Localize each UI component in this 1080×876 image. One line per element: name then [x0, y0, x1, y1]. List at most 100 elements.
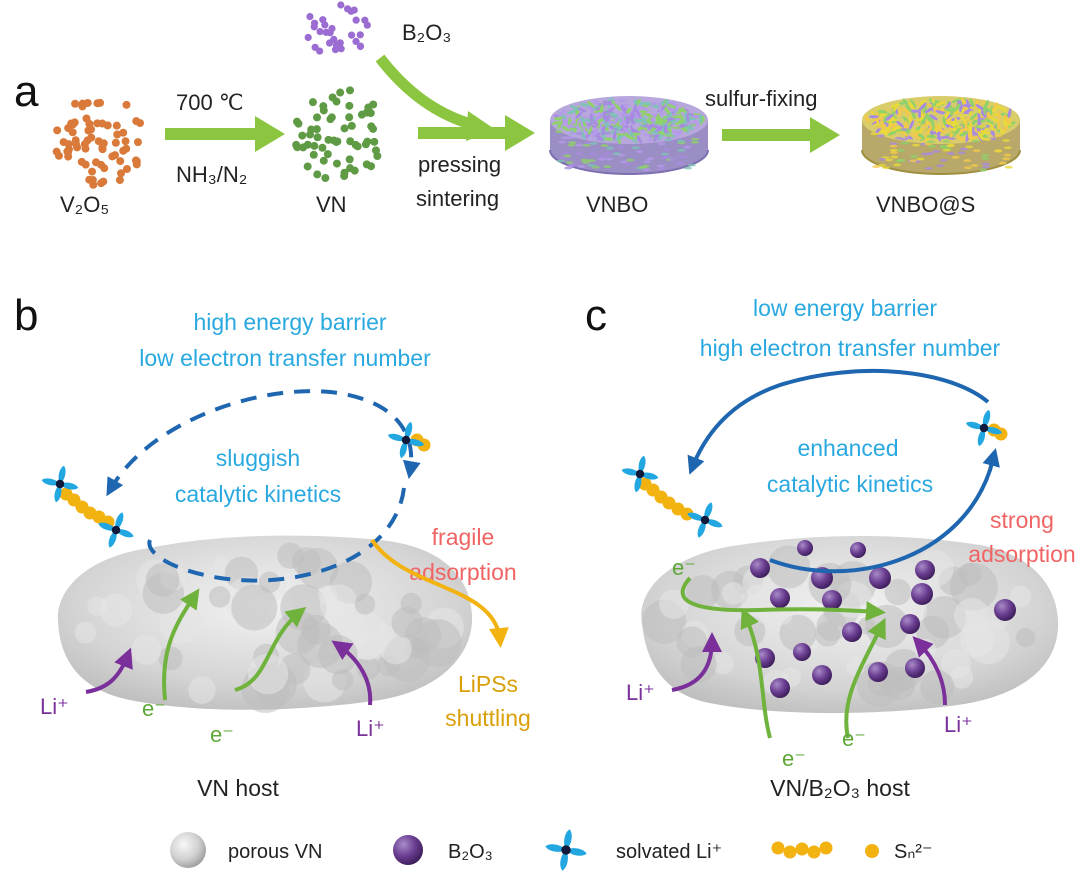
b-host-label: VN host	[197, 775, 279, 801]
pellet-grain	[889, 149, 898, 152]
pellet-grain	[900, 137, 909, 141]
pellet-grain	[957, 151, 966, 155]
sintering-label: sintering	[416, 186, 499, 211]
b2o3-sphere	[911, 583, 933, 605]
pellet-grain	[622, 126, 630, 135]
pellet-grain	[609, 112, 619, 118]
particle	[312, 125, 321, 134]
vnbo-pellet	[549, 96, 709, 175]
b-kinetics-line1: sluggish	[216, 445, 300, 471]
pellet-grain	[994, 149, 1003, 153]
pellet-grain	[998, 161, 1007, 165]
c-li-arrow-left	[671, 632, 722, 692]
pellet-grain	[566, 136, 575, 139]
pore	[74, 621, 97, 644]
pellet-grain	[926, 134, 937, 139]
pellet-grain	[564, 166, 573, 170]
pellet-grain	[654, 126, 664, 133]
pellet-grain	[959, 131, 969, 137]
pellet-grain	[897, 158, 906, 162]
pellet-grain	[553, 116, 564, 121]
particle	[362, 160, 371, 169]
legend-b2o3-icon	[393, 835, 423, 865]
pellet-grain	[909, 99, 917, 108]
b2o3-sphere	[868, 662, 888, 682]
pellet-grain	[646, 157, 655, 161]
particle	[313, 113, 322, 122]
legend-porous-vn-label: porous VN	[228, 841, 323, 863]
b-li-label-right: Li⁺	[356, 716, 385, 741]
particle	[337, 1, 345, 9]
sulfur-fixing-arrow	[722, 117, 840, 153]
pellet-grain	[959, 128, 970, 132]
pore	[391, 606, 423, 639]
particle	[115, 176, 124, 185]
pellet-grain	[939, 158, 948, 162]
pellet-grain	[897, 107, 902, 117]
pellet-grain	[910, 131, 920, 137]
pellet-grain	[676, 129, 683, 138]
pellet-grain	[946, 144, 955, 148]
particle	[133, 138, 142, 147]
pellet-grain	[551, 120, 562, 125]
particle	[64, 140, 73, 149]
pellet-grain	[620, 104, 627, 114]
sulfur-fixing-label: sulfur-fixing	[705, 86, 817, 111]
b-cycle-arrow-bottom	[147, 487, 406, 583]
pellet-grain	[568, 125, 577, 129]
pore	[331, 668, 354, 691]
particle	[303, 140, 312, 149]
pellet-grain	[588, 125, 593, 135]
pellet-grain	[959, 114, 966, 124]
sulfur-atom	[819, 841, 833, 855]
pellet-grain	[605, 157, 614, 161]
pressing-label: pressing	[418, 152, 501, 177]
pore	[277, 542, 304, 569]
c-barrier-text: low energy barrier	[753, 295, 937, 321]
particle	[306, 130, 315, 139]
pellet-grain	[672, 115, 683, 119]
pellet-grain	[657, 167, 666, 171]
particle	[336, 88, 345, 97]
pellet-grain	[979, 168, 988, 172]
pellet-grain	[955, 125, 964, 129]
pellet-grain	[582, 144, 591, 147]
pellet-grain	[971, 139, 980, 143]
vnbo-s-pellet	[861, 96, 1021, 175]
pellet-grain	[585, 123, 596, 128]
pellet-grain	[664, 138, 673, 142]
pellet-grain	[930, 118, 936, 129]
pellet-grain	[605, 113, 611, 123]
pellet-grain	[687, 163, 696, 167]
particle	[337, 45, 345, 53]
b-electron-arrow-1	[162, 588, 200, 701]
pellet-grain	[664, 134, 673, 138]
pellet-grain	[581, 160, 590, 164]
b2o3-sphere	[770, 678, 790, 698]
particle	[363, 21, 371, 29]
pellet-grain	[656, 130, 666, 136]
pellet-grain	[991, 105, 1000, 113]
particle	[89, 180, 98, 189]
pellet-grain	[877, 134, 886, 138]
pellet-grain	[685, 122, 694, 126]
pellet-grain	[924, 107, 934, 114]
c-kinetics-line1: enhanced	[797, 435, 898, 461]
pellet-grain	[597, 111, 604, 121]
particle	[310, 141, 319, 150]
b-electron-label-2: e⁻	[210, 722, 234, 747]
panel-b-letter: b	[14, 291, 38, 340]
pellet-grain	[920, 116, 927, 126]
pellet-grain	[1002, 157, 1011, 161]
pellet-grain	[942, 148, 951, 152]
legend-porous-vn-icon	[170, 832, 206, 868]
pellet-grain	[678, 155, 687, 159]
pellet-grain	[675, 119, 684, 126]
pellet-grain	[663, 148, 672, 152]
pellet-grain	[614, 103, 622, 111]
pellet-grain	[877, 109, 888, 114]
pellet-grain	[583, 126, 592, 129]
particle	[292, 140, 301, 149]
particle	[363, 137, 372, 146]
pellet-grain	[926, 140, 935, 144]
